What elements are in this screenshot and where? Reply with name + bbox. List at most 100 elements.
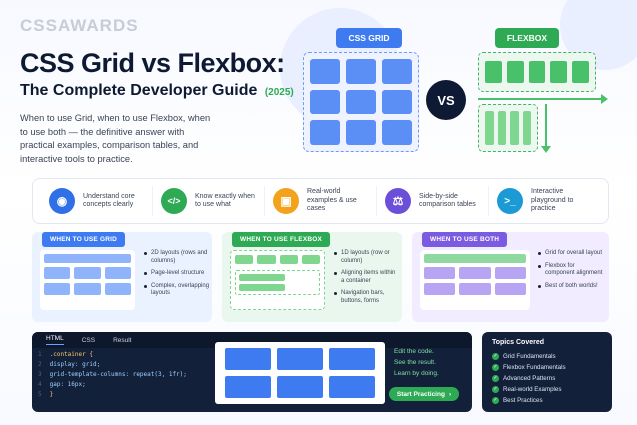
line-number: 1 [38,351,42,358]
list-item: Page-level structure [144,270,210,278]
grid-cell [310,120,340,145]
combined-layout-illustration [420,250,530,310]
check-icon: ✓ [492,364,499,371]
check-icon: ✓ [492,353,499,360]
grid-diagram [303,52,419,152]
card-tag: WHEN TO USE BOTH [422,232,508,247]
grid-layout-illustration [40,250,135,310]
row-arrow-icon [478,94,608,104]
benefits-strip: ◉ Understand core concepts clearly </> K… [32,178,609,224]
tab-result[interactable]: Result [113,336,132,344]
code-text: } [49,391,54,398]
check-icon: ✓ [492,386,499,393]
code-text: gap: 16px; [49,381,86,388]
flex-column-diagram [478,104,538,152]
check-icon: ✓ [492,375,499,382]
benefit-item: ▣ Real-world examples & use cases [265,186,377,216]
benefit-text: Side-by-side comparison tables [419,192,476,209]
flex-item [528,61,546,83]
benefit-text: Real-world examples & use cases [307,188,357,213]
topic-label: Flexbox Fundamentals [503,364,566,371]
list-item: Flexbox for component alignment [538,263,604,278]
grid-cell [346,89,376,115]
preview-cell [225,348,271,370]
grid-cell [382,120,412,145]
list-item: Grid for overall layout [538,250,604,258]
subtitle-text: The Complete Developer Guide [20,82,258,99]
grid-cell [382,59,412,84]
benefit-item: >_ Interactive playground to practice [489,186,600,216]
page-subtitle: The Complete Developer Guide (2025) [20,82,294,100]
flex-item [572,61,589,83]
topic-item[interactable]: ✓ Real-world Examples [492,384,602,395]
column-arrow-icon [541,104,551,153]
topic-label: Advanced Patterns [503,375,556,382]
card-flexbox: WHEN TO USE FLEXBOX 1D layouts (row or c… [222,232,402,322]
code-line: 5 } [38,390,207,400]
line-number: 3 [38,371,42,378]
tab-html[interactable]: HTML [46,335,64,345]
benefit-text: Know exactly when to use what [195,192,255,209]
code-editor[interactable]: 1 .container { 2 display: grid; 3 grid-t… [32,350,207,400]
cta-text: Edit the code. See the result. Learn by … [394,346,439,379]
benefit-item: ◉ Understand core concepts clearly [41,186,153,216]
code-playground: HTML CSS Result 1 .container { 2 display… [32,332,472,412]
code-line: 4 gap: 16px; [38,380,207,390]
year-badge: (2025) [264,87,294,98]
card-list: 1D layouts (row or column) Aligning item… [334,250,400,310]
code-icon: </> [161,188,187,214]
cta-line: Edit the code. [394,348,434,355]
code-line: 1 .container { [38,350,207,360]
scale-icon: ⚖ [385,188,411,214]
topic-label: Grid Fundamentals [503,353,556,360]
grid-cell [310,89,340,115]
button-label: Start Practicing [396,390,445,398]
benefit-item: </> Know exactly when to use what [153,186,265,216]
topic-item[interactable]: ✓ Advanced Patterns [492,373,602,384]
preview-cell [277,348,323,370]
line-number: 2 [38,361,42,368]
topic-item[interactable]: ✓Best Practices [492,395,602,406]
flexbox-label: FLEXBOX [495,28,559,48]
tab-css[interactable]: CSS [81,336,96,344]
list-item: Complex, overlapping layouts [144,283,210,298]
topic-label: Best Practices [503,397,543,404]
list-item: Best of both worlds! [538,283,604,291]
grid-label: CSS GRID [336,28,402,48]
preview-cell [277,376,323,398]
topic-label: Real-world Examples [503,386,562,393]
card-tag: WHEN TO USE GRID [42,232,126,247]
flex-item [522,111,531,145]
lightbulb-icon: ◉ [49,188,75,214]
card-both: WHEN TO USE BOTH Grid for overall layout… [412,232,609,322]
chevron-right-icon: › [448,390,452,398]
topic-item[interactable]: ✓ Grid Fundamentals [492,351,602,362]
window-icon: ▣ [273,188,299,214]
list-item: Aligning items within a container [334,270,400,285]
cta-line: Learn by doing. [394,370,439,377]
list-item: Navigation bars, buttons, forms [334,290,400,305]
preview-cell [329,348,375,370]
flex-item [497,111,506,145]
brand-logo[interactable]: CSSAWARDS [20,16,139,35]
flex-layout-illustration [230,250,325,310]
topics-title: Topics Covered [492,339,544,346]
code-text: grid-template-columns: repeat(3, 1fr); [49,371,187,378]
cta-line: See the result. [394,359,436,366]
preview-cell [329,376,375,398]
grid-cell [346,59,376,84]
flex-item [485,111,494,145]
card-list: Grid for overall layout Flexbox for comp… [538,250,604,295]
code-text: display: grid; [49,361,101,368]
result-preview [215,342,385,404]
benefit-text: Understand core concepts clearly [83,192,135,209]
benefit-text: Interactive playground to practice [531,188,574,213]
grid-cell [310,59,340,84]
benefit-item: ⚖ Side-by-side comparison tables [377,186,489,216]
code-text: .container { [49,351,93,358]
start-practicing-button[interactable]: Start Practicing › [389,387,459,401]
flex-item [506,61,524,83]
line-number: 4 [38,381,42,388]
topic-item[interactable]: ✓ Flexbox Fundamentals [492,362,602,373]
